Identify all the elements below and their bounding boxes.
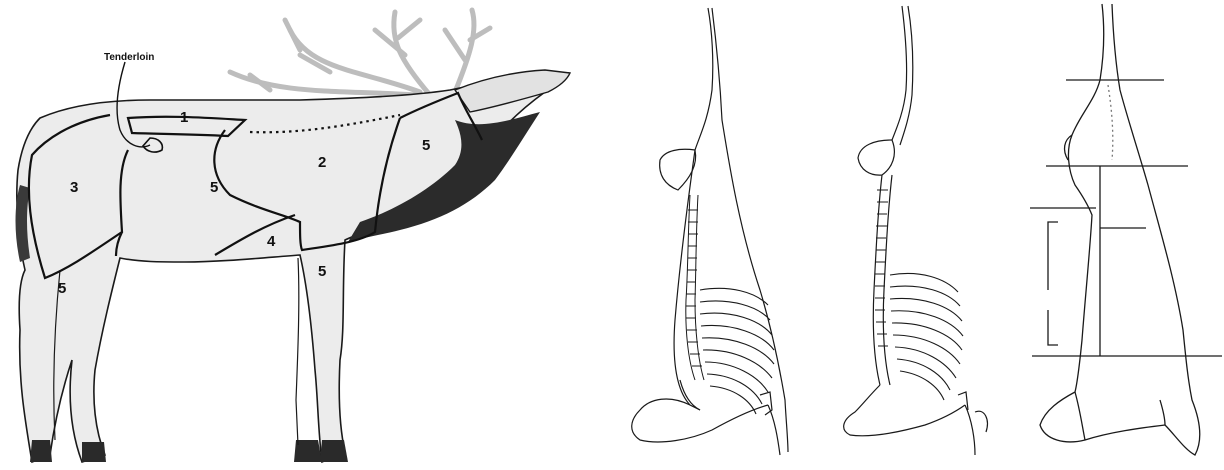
cut-guide-bracket [1048, 222, 1058, 345]
hanging-carcass-cut-guide [1030, 4, 1222, 455]
hanging-carcass-skeleton-left [632, 8, 788, 455]
elk-antlers [230, 10, 490, 95]
cut-number-shoulder: 2 [318, 154, 326, 171]
elk-illustration: Tenderloin 1 3 5 2 5 4 5 5 [16, 10, 571, 462]
tenderloin-label: Tenderloin [104, 52, 154, 63]
cut-number-neck: 5 [422, 137, 430, 154]
cut-number-rear-loin: 1 [180, 109, 188, 126]
cut-number-mid-body: 5 [210, 179, 218, 196]
hanging-carcass-skeleton-right [844, 6, 988, 455]
cut-number-hindquarter: 3 [70, 179, 78, 196]
elk-far-front-leg [296, 258, 299, 445]
cut-number-hind-leg: 5 [58, 280, 66, 297]
cut-number-front-leg: 5 [318, 263, 326, 280]
cut-number-brisket: 4 [267, 233, 276, 250]
